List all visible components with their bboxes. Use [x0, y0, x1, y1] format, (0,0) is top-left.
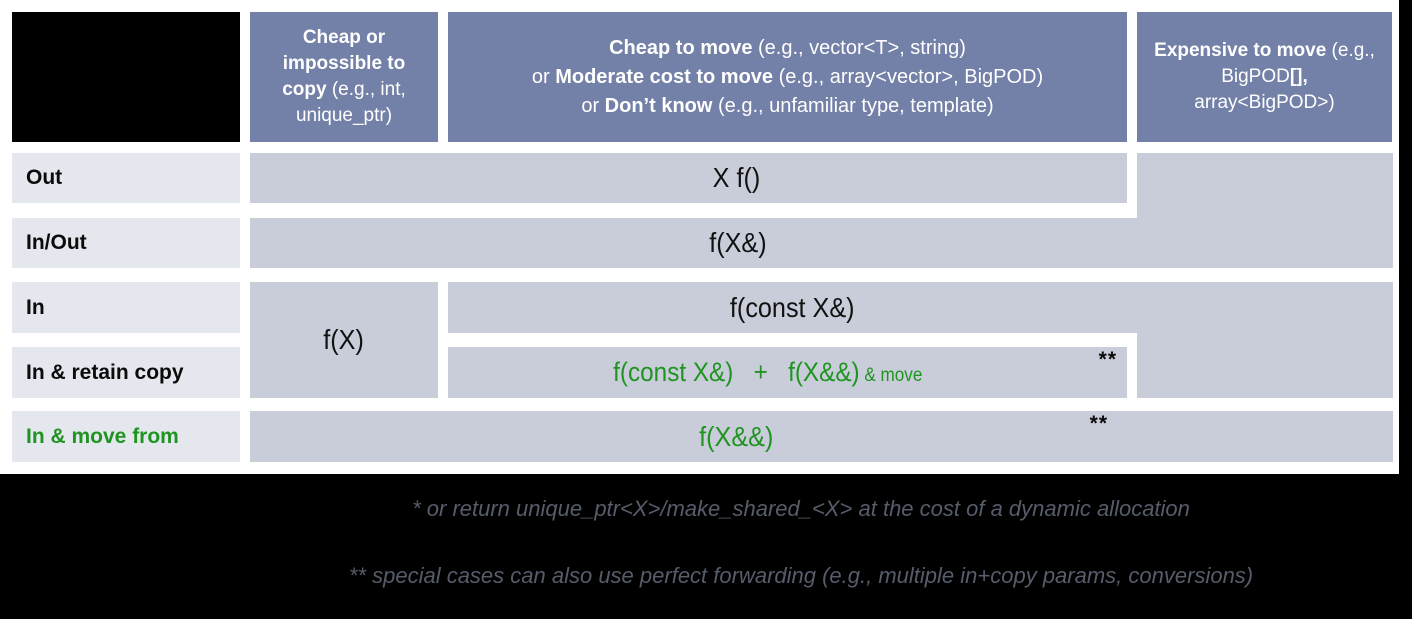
- column-header-cheap-or-moderate-move: Cheap to move (e.g., vector<T>, string) …: [448, 12, 1127, 142]
- row-label-in-move-from: In & move from: [12, 411, 240, 462]
- header-line: Cheap to move (e.g., vector<T>, string): [609, 36, 966, 59]
- cell-out-formula: X f(): [712, 162, 761, 193]
- cell-out: X f(): [250, 153, 1127, 203]
- header-text: Cheap or impossible to copy (e.g., int, …: [282, 27, 406, 126]
- header-text: Expensive to move (e.g., BigPOD[], array…: [1154, 40, 1375, 113]
- right-border: [1399, 0, 1412, 619]
- cell-in-const-ref: f(const X&): [448, 282, 1393, 333]
- footnote-marker: **: [1098, 348, 1117, 371]
- cell-inout: f(X&): [250, 218, 1393, 268]
- footnote-2: ** special cases can also use perfect fo…: [348, 563, 1254, 588]
- cell-in-retain-copy: f(const X&) + f(X&&) & move **: [448, 347, 1127, 398]
- row-label-out: Out: [12, 153, 240, 203]
- row-label-in-retain-copy: In & retain copy: [12, 347, 240, 398]
- cell-inout-formula: f(X&): [708, 227, 767, 258]
- row-label-in-out: In/Out: [12, 218, 240, 268]
- header-line: or Moderate cost to move (e.g., array<ve…: [531, 65, 1044, 88]
- column-header-cheap-or-impossible-to-copy: Cheap or impossible to copy (e.g., int, …: [250, 12, 438, 142]
- corner-block: [12, 12, 240, 142]
- cell-in-pass-by-value: f(X): [250, 282, 438, 398]
- header-line: or Don’t know (e.g., unfamiliar type, te…: [581, 94, 994, 117]
- footnote-marker: **: [1089, 412, 1108, 435]
- cell-in-retain-copy-formula: f(const X&) + f(X&&) & move: [612, 357, 923, 387]
- cell-inout-extension: [1137, 153, 1393, 219]
- row-label-in: In: [12, 282, 240, 333]
- footnote-1: * or return unique_ptr<X>/make_shared_<X…: [412, 496, 1190, 521]
- cell-in-extension: [1137, 332, 1393, 398]
- cell-in-const-ref-formula: f(const X&): [730, 291, 855, 323]
- cell-in-pass-by-value-formula: f(X): [323, 324, 365, 355]
- cell-in-move-from: f(X&&) **: [250, 411, 1393, 462]
- column-header-expensive-to-move: Expensive to move (e.g., BigPOD[], array…: [1137, 12, 1392, 142]
- footer-band: [0, 474, 1412, 619]
- cell-in-move-from-formula: f(X&&): [699, 420, 774, 452]
